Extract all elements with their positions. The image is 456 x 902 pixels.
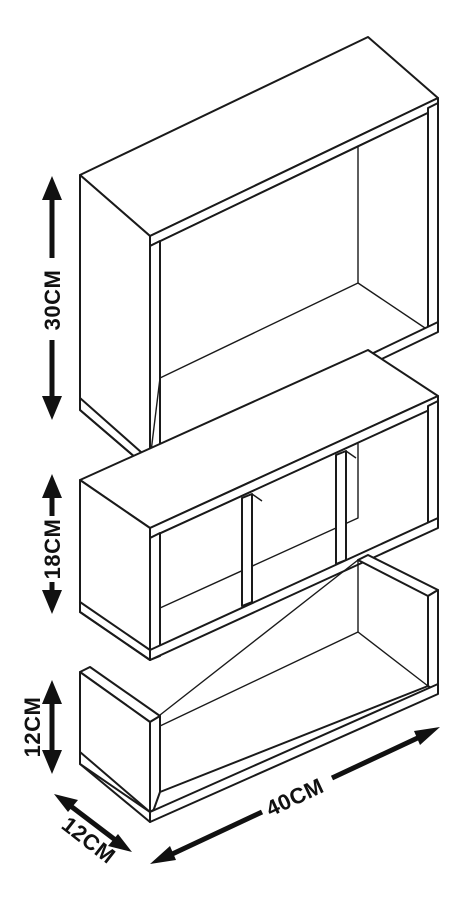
bottom-shelf-right-panel	[357, 554, 439, 597]
middle-shelf-unit	[79, 349, 439, 661]
dimension-arrow-bottom-height	[42, 680, 62, 774]
middle-height-label: 18CM	[40, 519, 65, 580]
dimension-arrow-depth	[54, 794, 132, 852]
middle-shelf-divider-1	[241, 493, 253, 607]
bottom-height-label: 12CM	[20, 697, 45, 758]
top-shelf-unit	[79, 36, 439, 471]
middle-shelf-bottom-board	[149, 517, 439, 661]
dimension-arrow-middle-height	[42, 474, 62, 614]
top-shelf-right-panel	[427, 102, 439, 336]
middle-shelf-divider-2	[335, 450, 347, 565]
dimension-arrow-top-height	[42, 176, 62, 420]
dimension-arrow-width	[150, 727, 440, 864]
bottom-shelf-base-front	[149, 683, 439, 823]
top-shelf-top-face	[79, 36, 439, 237]
width-label: 40CM	[262, 773, 328, 821]
top-shelf-left-front-edge	[149, 240, 161, 471]
bottom-shelf-back-panel	[159, 559, 359, 727]
top-height-label: 30CM	[40, 270, 65, 331]
middle-shelf-right-panel	[427, 400, 439, 526]
bottom-shelf-right-panel-front	[427, 589, 439, 692]
middle-shelf-left-front-edge	[149, 532, 161, 661]
middle-shelf-back-panel	[159, 442, 359, 609]
bottom-shelf-unit	[79, 554, 439, 823]
